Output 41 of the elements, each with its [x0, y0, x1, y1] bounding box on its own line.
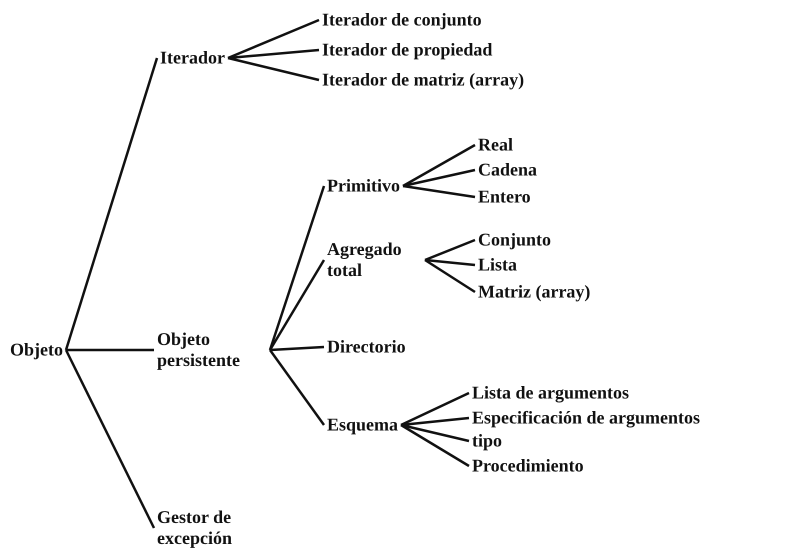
tree-label: Iterador de conjunto [322, 10, 482, 30]
tree-label: Procedimiento [472, 456, 584, 476]
tree-label: Real [478, 134, 513, 156]
branch-line [228, 48, 320, 60]
branch-line [424, 258, 476, 294]
branch-line [402, 144, 476, 188]
tree-label: Conjunto [478, 230, 552, 250]
branch-line [66, 348, 154, 352]
tree-label: Iterador de propiedad [322, 40, 492, 60]
branch-line [64, 58, 158, 350]
branch-line [400, 424, 470, 468]
tree-label: Lista de argumentos [472, 382, 629, 404]
branch-line [400, 424, 470, 442]
tree-label: Objeto persistente [157, 329, 267, 371]
branch-line [424, 238, 476, 262]
tree-label: Primitivo [327, 176, 400, 196]
branch-line [400, 392, 470, 426]
tree-label: Objeto [10, 340, 63, 360]
tree-label: Especificación de argumentos [472, 408, 700, 428]
branch-line [424, 258, 476, 266]
tree-label: Iterador de matriz (array) [322, 70, 524, 90]
tree-label: tipo [472, 430, 502, 452]
branch-line [228, 18, 320, 60]
branch-line [400, 416, 470, 426]
branch-line [270, 346, 324, 352]
tree-label: Matriz (array) [478, 282, 590, 302]
tree-label: Directorio [327, 336, 406, 358]
branch-line [268, 259, 326, 351]
branch-line [64, 349, 156, 529]
tree-label: Iterador [160, 48, 225, 68]
branch-line [402, 184, 476, 198]
branch-line [228, 56, 320, 82]
tree-label: Gestor de excepción [157, 507, 267, 549]
branch-line [402, 168, 476, 188]
tree-label: Entero [478, 186, 531, 208]
tree-label: Agregado total [327, 239, 422, 281]
tree-label: Esquema [327, 414, 398, 436]
branch-line [268, 349, 326, 426]
tree-label: Lista [478, 254, 518, 276]
tree-label: Cadena [478, 160, 538, 180]
branch-line [268, 186, 326, 350]
